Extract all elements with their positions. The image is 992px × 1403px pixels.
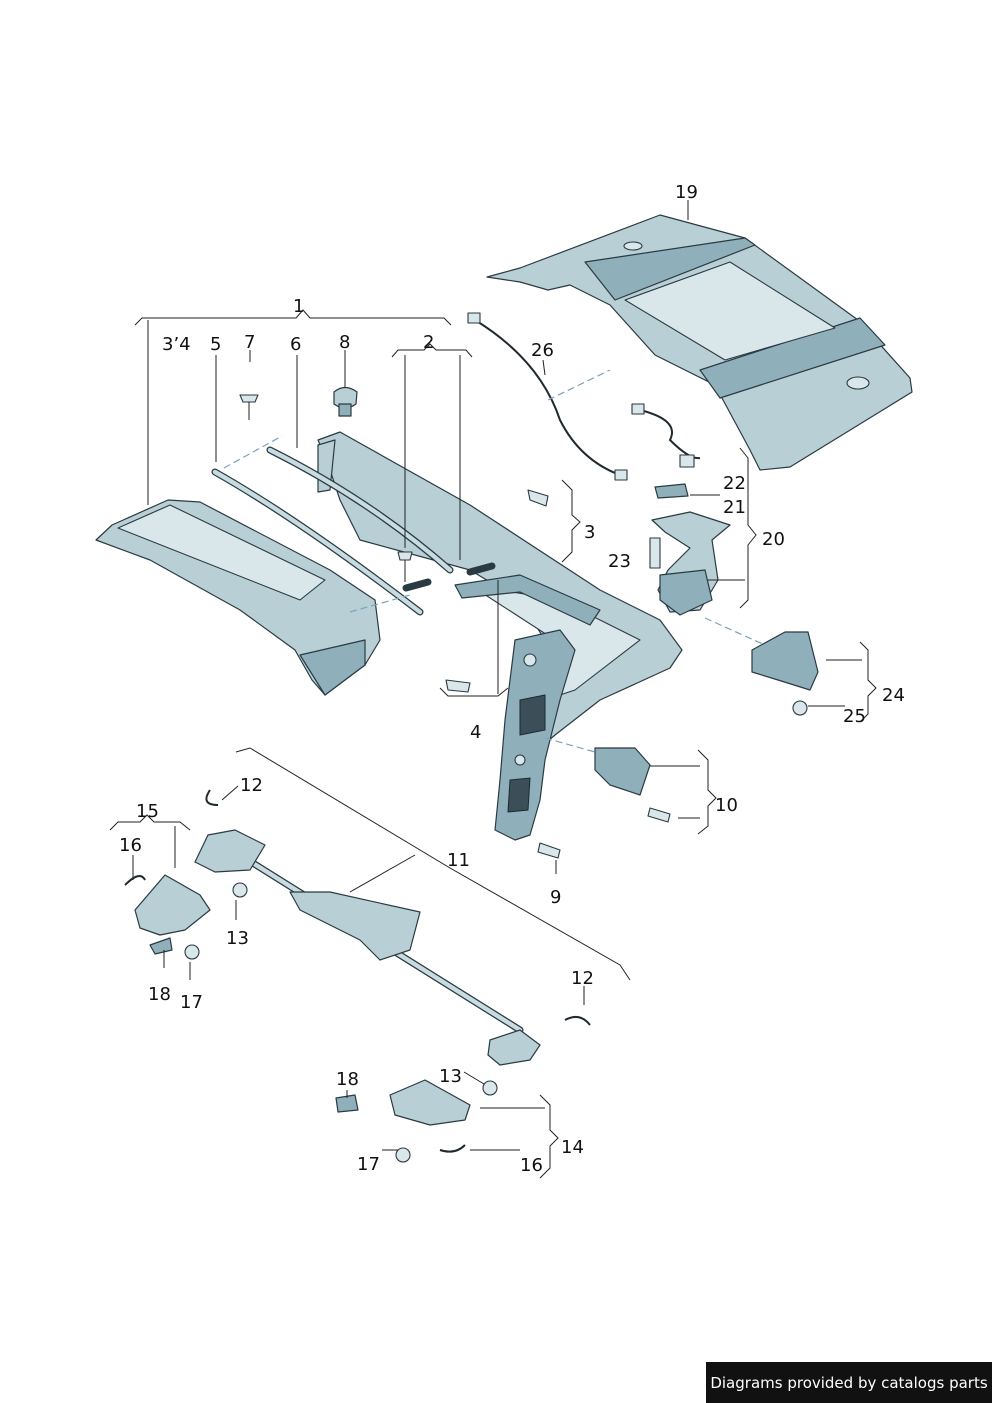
trim-covers (594, 631, 819, 796)
callout-9: 9 (550, 887, 561, 908)
callout-17-left: 17 (180, 992, 203, 1013)
callout-10: 10 (715, 795, 738, 816)
callout-3: 3 (584, 522, 595, 543)
callout-12-bottom: 12 (571, 968, 594, 989)
credit-text: Diagrams provided by catalogs parts (710, 1373, 988, 1392)
callout-23: 23 (608, 551, 631, 572)
callout-labels: 1 3’4 5 7 6 8 2 3 4 19 26 22 21 20 23 24… (119, 182, 905, 1176)
callout-5: 5 (210, 334, 221, 355)
callout-3-4: 3’4 (162, 334, 191, 355)
callout-18-left: 18 (148, 984, 171, 1005)
callout-16-bottom: 16 (520, 1155, 543, 1176)
callout-4: 4 (470, 722, 481, 743)
callout-24: 24 (882, 685, 905, 706)
callout-21: 21 (723, 497, 746, 518)
callout-20: 20 (762, 529, 785, 550)
callout-8: 8 (339, 332, 350, 353)
hinge-assembly (494, 629, 576, 841)
callout-22: 22 (723, 473, 746, 494)
latch-assembly (651, 511, 731, 616)
callout-17-bottom: 17 (357, 1154, 380, 1175)
callout-16-left: 16 (119, 835, 142, 856)
callout-15: 15 (136, 801, 159, 822)
callout-19: 19 (675, 182, 698, 203)
callout-25: 25 (843, 706, 866, 727)
front-roof-panel (95, 499, 381, 696)
callout-7: 7 (244, 332, 255, 353)
callout-12-top: 12 (240, 775, 263, 796)
credit-banner: Diagrams provided by catalogs parts (706, 1362, 992, 1403)
roof-side-frame (317, 431, 683, 761)
linkage-rods (194, 829, 541, 1066)
callout-13-top: 13 (226, 928, 249, 949)
seal-strips (211, 446, 496, 616)
callout-11: 11 (447, 850, 470, 871)
fasteners (239, 386, 808, 859)
wire-harnesses (124, 312, 701, 1153)
callout-6: 6 (290, 334, 301, 355)
callout-14: 14 (561, 1137, 584, 1158)
assembly-lines (223, 369, 766, 753)
callout-13-bottom: 13 (439, 1066, 462, 1087)
mounting-brackets (134, 874, 498, 1163)
callout-2: 2 (423, 332, 434, 353)
rear-roof-panel (486, 214, 913, 471)
callout-1: 1 (293, 296, 304, 317)
leader-lines (109, 200, 877, 1179)
callout-18-bottom: 18 (336, 1069, 359, 1090)
callout-26: 26 (531, 340, 554, 361)
